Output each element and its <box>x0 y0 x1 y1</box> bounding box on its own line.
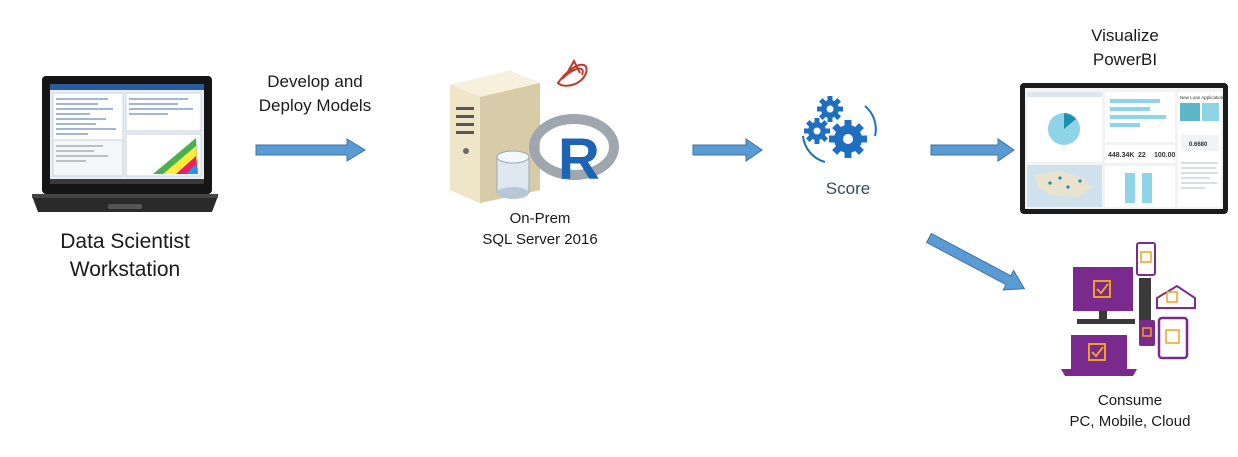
arrow-score-to-visualize <box>930 138 1015 162</box>
arrow-server-to-score <box>692 138 763 162</box>
server-label-line2: SQL Server 2016 <box>482 231 598 248</box>
workstation-label: Data Scientist Workstation <box>20 228 230 284</box>
server-node: R <box>440 55 620 205</box>
workstation-node <box>28 72 223 222</box>
laptop-icon <box>32 76 218 212</box>
workstation-label-line1: Data Scientist <box>60 230 190 253</box>
visualize-label-line1: Visualize <box>1091 26 1159 45</box>
devices-node <box>1055 240 1205 380</box>
server-label-line1: On-Prem <box>509 210 571 227</box>
visualize-label: Visualize PowerBI <box>1060 24 1190 72</box>
develop-label-line1: Develop and <box>267 72 363 91</box>
consume-label-line1: Consume <box>1097 392 1163 409</box>
devices-icon <box>1061 242 1196 376</box>
score-node <box>795 92 890 172</box>
powerbi-dashboard-icon: 448.34K 22 100.00 New Loan Applications … <box>1020 83 1228 214</box>
dashboard-kpi-amount: 448.34K <box>1108 152 1134 159</box>
workstation-label-line2: Workstation <box>69 258 181 281</box>
arrow-develop-to-server <box>255 138 366 162</box>
server-label: On-Prem SQL Server 2016 <box>455 208 625 250</box>
powerbi-dashboard: 448.34K 22 100.00 New Loan Applications … <box>1020 83 1228 215</box>
dashboard-kpi-rate: 100.00 <box>1154 152 1176 159</box>
consume-label-line2: PC, Mobile, Cloud <box>1069 413 1191 430</box>
dashboard-kpi-count: 22 <box>1138 152 1146 159</box>
visualize-label-line2: PowerBI <box>1092 50 1158 69</box>
develop-deploy-label: Develop and Deploy Models <box>235 70 395 118</box>
dashboard-score-value: 0.6680 <box>1189 142 1208 148</box>
consume-label: Consume PC, Mobile, Cloud <box>1050 390 1210 432</box>
dashboard-title: New Loan Applications <box>1180 95 1226 100</box>
arrow-score-to-consume <box>925 232 1026 291</box>
r-logo-icon: R <box>529 114 619 192</box>
server-icon <box>450 71 540 203</box>
sql-server-logo-icon <box>556 58 588 87</box>
score-label: Score <box>825 179 871 198</box>
gears-icon <box>802 96 877 163</box>
develop-label-line2: Deploy Models <box>258 96 372 115</box>
svg-text:R: R <box>558 127 600 192</box>
